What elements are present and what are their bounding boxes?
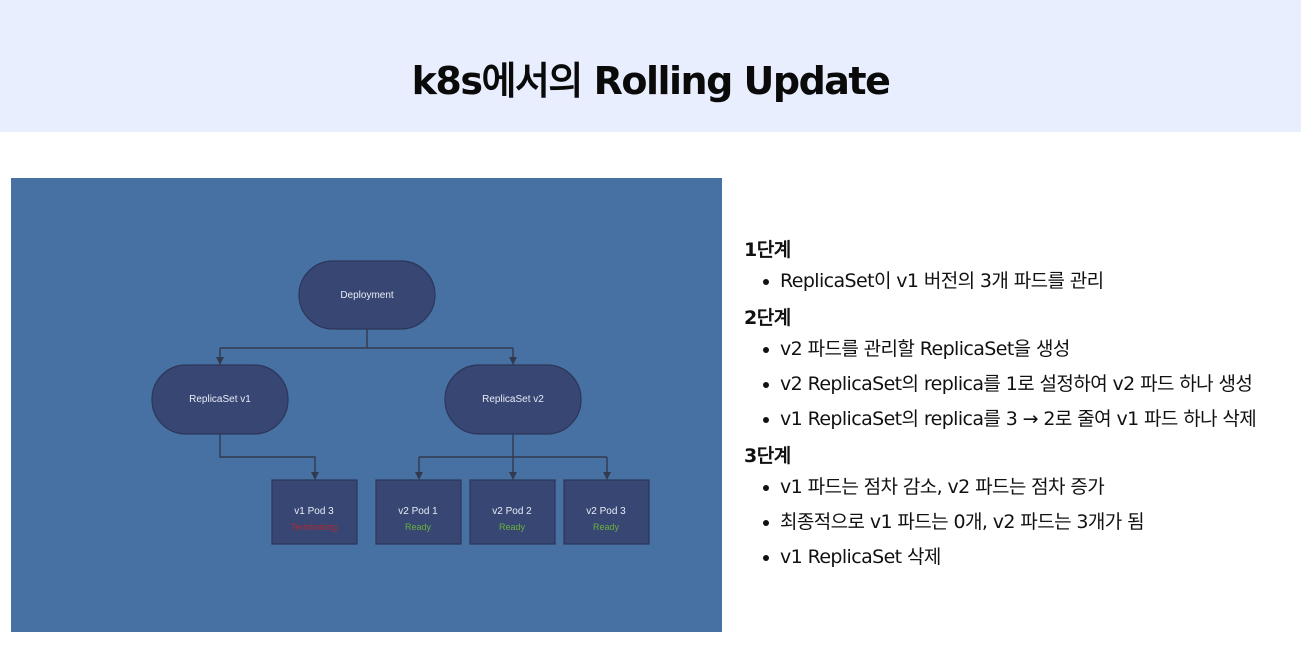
pod-status: Ready [593, 522, 620, 532]
list-item: ReplicaSet이 v1 버전의 3개 파드를 관리 [744, 269, 1301, 304]
step-items: ReplicaSet이 v1 버전의 3개 파드를 관리 [744, 269, 1301, 304]
pod-name: v2 Pod 1 [398, 506, 438, 517]
steps-panel: 1단계 ReplicaSet이 v1 버전의 3개 파드를 관리 2단계 v2 … [744, 236, 1301, 580]
pod-name: v2 Pod 3 [586, 506, 626, 517]
header-banner: k8s에서의 Rolling Update [0, 0, 1301, 132]
step-title: 2단계 [744, 307, 791, 329]
replicaset-v2-node: ReplicaSet v2 [444, 364, 582, 435]
step-items: v1 파드는 점차 감소, v2 파드는 점차 증가 최종적으로 v1 파드는 … [744, 475, 1301, 580]
pod-status: Terminating [291, 522, 338, 532]
step-2: 2단계 v2 파드를 관리할 ReplicaSet을 생성 v2 Replica… [744, 304, 1301, 442]
list-item: 최종적으로 v1 파드는 0개, v2 파드는 3개가 됨 [744, 510, 1301, 545]
list-item: v2 ReplicaSet의 replica를 1로 설정하여 v2 파드 하나… [744, 372, 1301, 407]
diagram-canvas: Deployment ReplicaSet v1 ReplicaSet v2 v… [151, 260, 650, 545]
pod-name: v1 Pod 3 [294, 506, 334, 517]
replicaset-v1-node: ReplicaSet v1 [151, 364, 289, 435]
step-1: 1단계 ReplicaSet이 v1 버전의 3개 파드를 관리 [744, 236, 1301, 304]
deployment-node: Deployment [298, 260, 436, 330]
rolling-update-diagram: Deployment ReplicaSet v1 ReplicaSet v2 v… [11, 178, 722, 632]
page-title: k8s에서의 Rolling Update [411, 59, 891, 103]
pod-v1-pod-3: v1 Pod 3 Terminating [271, 479, 358, 545]
list-item: v1 ReplicaSet의 replica를 3 → 2로 줄여 v1 파드 … [744, 407, 1301, 442]
connectors [216, 329, 611, 480]
connector-replicaset-v1-to-pod [219, 434, 319, 480]
pod-status: Ready [499, 522, 526, 532]
pod-v2-pod-1: v2 Pod 1 Ready [375, 479, 462, 545]
step-title: 1단계 [744, 239, 791, 261]
pod-name: v2 Pod 2 [492, 506, 532, 517]
pod-v2-pod-2: v2 Pod 2 Ready [469, 479, 556, 545]
replicaset-v1-label: ReplicaSet v1 [189, 394, 251, 405]
deployment-label: Deployment [340, 290, 394, 301]
list-item: v2 파드를 관리할 ReplicaSet을 생성 [744, 337, 1301, 372]
list-item: v1 파드는 점차 감소, v2 파드는 점차 증가 [744, 475, 1301, 510]
step-items: v2 파드를 관리할 ReplicaSet을 생성 v2 ReplicaSet의… [744, 337, 1301, 442]
pod-v2-pod-3: v2 Pod 3 Ready [563, 479, 650, 545]
list-item: v1 ReplicaSet 삭제 [744, 545, 1301, 580]
replicaset-v2-label: ReplicaSet v2 [482, 394, 544, 405]
step-title: 3단계 [744, 445, 791, 467]
pod-status: Ready [405, 522, 432, 532]
step-3: 3단계 v1 파드는 점차 감소, v2 파드는 점차 증가 최종적으로 v1 … [744, 442, 1301, 580]
